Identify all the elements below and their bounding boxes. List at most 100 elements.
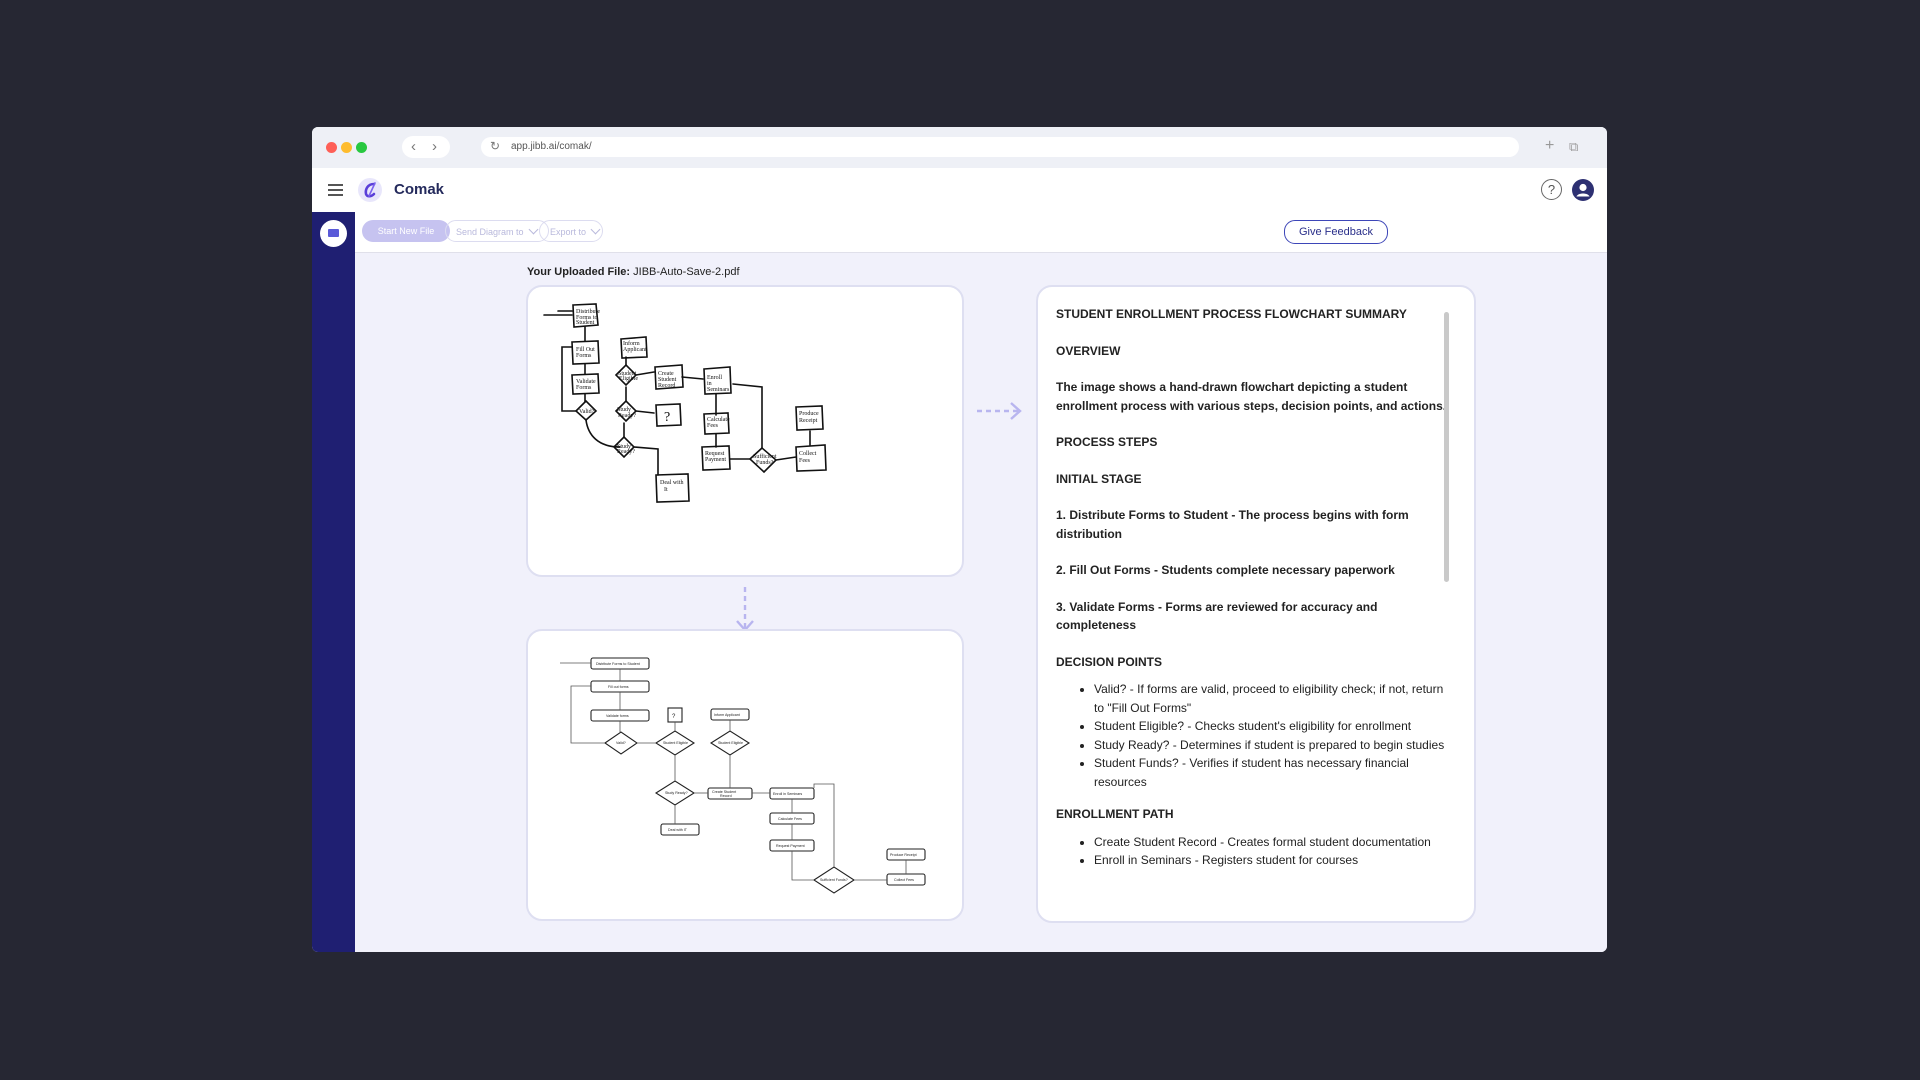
- enrollment-item: Enroll in Seminars - Registers student f…: [1094, 851, 1451, 870]
- tabs-icon[interactable]: ⧉: [1569, 139, 1579, 154]
- uploaded-file-name: JIBB-Auto-Save-2.pdf: [633, 266, 740, 278]
- svg-text:Calculate: Calculate: [707, 417, 730, 423]
- svg-text:Fees: Fees: [799, 458, 811, 464]
- svg-text:Applicant: Applicant: [623, 347, 647, 353]
- svg-text:Inform Applicant: Inform Applicant: [714, 713, 740, 717]
- decision-item: Study Ready? - Determines if student is …: [1094, 736, 1451, 755]
- address-bar[interactable]: ↻ app.jibb.ai/comak/: [481, 137, 1519, 157]
- svg-text:Distribute: Distribute: [576, 309, 600, 315]
- summary-scrollbar[interactable]: [1444, 312, 1449, 912]
- decision-item: Valid? - If forms are valid, proceed to …: [1094, 680, 1451, 717]
- back-icon[interactable]: ‹: [411, 138, 416, 155]
- chevron-down-icon: [528, 224, 538, 235]
- minimize-window-dot[interactable]: [341, 142, 352, 153]
- maximize-window-dot[interactable]: [356, 142, 367, 153]
- summary-card: STUDENT ENROLLMENT PROCESS FLOWCHART SUM…: [1036, 285, 1476, 923]
- svg-text:Funds?: Funds?: [756, 460, 774, 466]
- comak-logo-icon: [358, 178, 382, 202]
- enrollment-path-heading: ENROLLMENT PATH: [1056, 807, 1174, 821]
- browser-chrome: ‹ › ↻ app.jibb.ai/comak/ + ⧉: [312, 127, 1607, 168]
- svg-text:?: ?: [672, 714, 676, 720]
- enrollment-item: Create Student Record - Creates formal s…: [1094, 833, 1451, 852]
- close-window-dot[interactable]: [326, 142, 337, 153]
- svg-text:Payment: Payment: [705, 457, 726, 463]
- give-feedback-button[interactable]: Give Feedback: [1284, 220, 1388, 244]
- send-diagram-label: Send Diagram to: [456, 227, 524, 237]
- svg-text:Validate forms: Validate forms: [606, 714, 629, 718]
- svg-text:Valid?: Valid?: [616, 741, 626, 745]
- scrollbar-thumb[interactable]: [1444, 312, 1449, 582]
- app-header: Comak ?: [312, 168, 1607, 213]
- svg-text:Forms: Forms: [576, 385, 592, 391]
- svg-text:Student: Student: [576, 320, 595, 326]
- url-text: app.jibb.ai/comak/: [511, 141, 592, 152]
- svg-text:Student Eligible: Student Eligible: [718, 741, 743, 745]
- svg-text:Collect: Collect: [799, 451, 817, 457]
- enrollment-list: Create Student Record - Creates formal s…: [1056, 833, 1451, 870]
- sidebar: [312, 212, 355, 952]
- svg-text:Study Ready?: Study Ready?: [665, 791, 688, 795]
- start-new-file-button[interactable]: Start New File: [362, 220, 450, 242]
- toolbar: Start New File Send Diagram to Export to…: [355, 212, 1607, 253]
- svg-text:?: ?: [664, 410, 670, 425]
- new-tab-icon[interactable]: +: [1545, 137, 1555, 154]
- overview-heading: OVERVIEW: [1056, 343, 1121, 358]
- svg-text:Record: Record: [658, 383, 675, 389]
- svg-text:Calculate Fees: Calculate Fees: [778, 817, 802, 821]
- files-folder-icon[interactable]: [320, 220, 347, 247]
- user-avatar-icon[interactable]: [1572, 179, 1594, 201]
- uploaded-file-label: Your Uploaded File:: [527, 266, 631, 278]
- svg-text:Student: Student: [618, 371, 637, 377]
- send-diagram-dropdown[interactable]: Send Diagram to: [445, 220, 549, 242]
- forward-icon[interactable]: ›: [432, 138, 437, 155]
- svg-text:Validate: Validate: [576, 379, 596, 385]
- initial-stage-heading: INITIAL STAGE: [1056, 471, 1142, 486]
- decision-item: Student Funds? - Verifies if student has…: [1094, 754, 1451, 791]
- svg-text:Collect Fees: Collect Fees: [894, 878, 914, 882]
- svg-text:Record: Record: [720, 794, 732, 798]
- browser-window: ‹ › ↻ app.jibb.ai/comak/ + ⧉ Comak ? Sta…: [312, 127, 1607, 952]
- svg-text:Student: Student: [658, 377, 677, 383]
- arrow-right-icon: [977, 402, 1022, 420]
- summary-content: STUDENT ENROLLMENT PROCESS FLOWCHART SUM…: [1056, 305, 1451, 880]
- arrow-down-icon: [736, 587, 754, 632]
- svg-text:Forms: Forms: [576, 353, 592, 359]
- nav-buttons: ‹ ›: [402, 136, 450, 158]
- svg-text:Produce: Produce: [799, 411, 819, 417]
- svg-text:Student Eligible: Student Eligible: [663, 741, 688, 745]
- svg-text:Eligible: Eligible: [619, 376, 638, 382]
- chevron-down-icon: [590, 224, 601, 235]
- menu-icon[interactable]: [328, 184, 343, 199]
- svg-text:Fill Out: Fill Out: [576, 347, 595, 353]
- step-item: 2. Fill Out Forms - Students complete ne…: [1056, 563, 1395, 577]
- decision-list: Valid? - If forms are valid, proceed to …: [1056, 680, 1451, 791]
- svg-text:in: in: [707, 381, 712, 387]
- svg-text:Fill out forms: Fill out forms: [608, 685, 629, 689]
- help-icon[interactable]: ?: [1541, 179, 1562, 200]
- svg-text:Inform: Inform: [623, 340, 640, 347]
- svg-text:It: It: [664, 487, 668, 493]
- svg-text:Enroll: Enroll: [707, 375, 722, 381]
- decision-points-heading: DECISION POINTS: [1056, 654, 1163, 669]
- step-item: 1. Distribute Forms to Student - The pro…: [1056, 508, 1409, 541]
- svg-text:Study: Study: [617, 444, 631, 450]
- app-name: Comak: [394, 181, 445, 198]
- svg-text:Enroll in Seminars: Enroll in Seminars: [773, 792, 802, 796]
- generated-diagram-card[interactable]: Distribute Forms to Student Fill out for…: [526, 629, 964, 921]
- uploaded-file-line: Your Uploaded File: JIBB-Auto-Save-2.pdf: [527, 266, 740, 278]
- svg-text:Valid?: Valid?: [579, 409, 595, 415]
- svg-text:Deal with IT: Deal with IT: [668, 828, 688, 832]
- export-dropdown[interactable]: Export to: [539, 220, 603, 242]
- decision-item: Student Eligible? - Checks student's eli…: [1094, 717, 1451, 736]
- svg-text:Request: Request: [705, 451, 725, 457]
- svg-text:Create Student: Create Student: [712, 790, 736, 794]
- summary-title: STUDENT ENROLLMENT PROCESS FLOWCHART SUM…: [1056, 307, 1407, 321]
- svg-text:Forms to: Forms to: [576, 315, 598, 321]
- process-steps-heading: PROCESS STEPS: [1056, 435, 1158, 449]
- reload-icon[interactable]: ↻: [490, 139, 501, 153]
- svg-text:Fees: Fees: [707, 423, 719, 429]
- svg-text:Sufficient Funds?: Sufficient Funds?: [820, 878, 848, 882]
- svg-text:Distribute Forms to Student: Distribute Forms to Student: [596, 662, 640, 666]
